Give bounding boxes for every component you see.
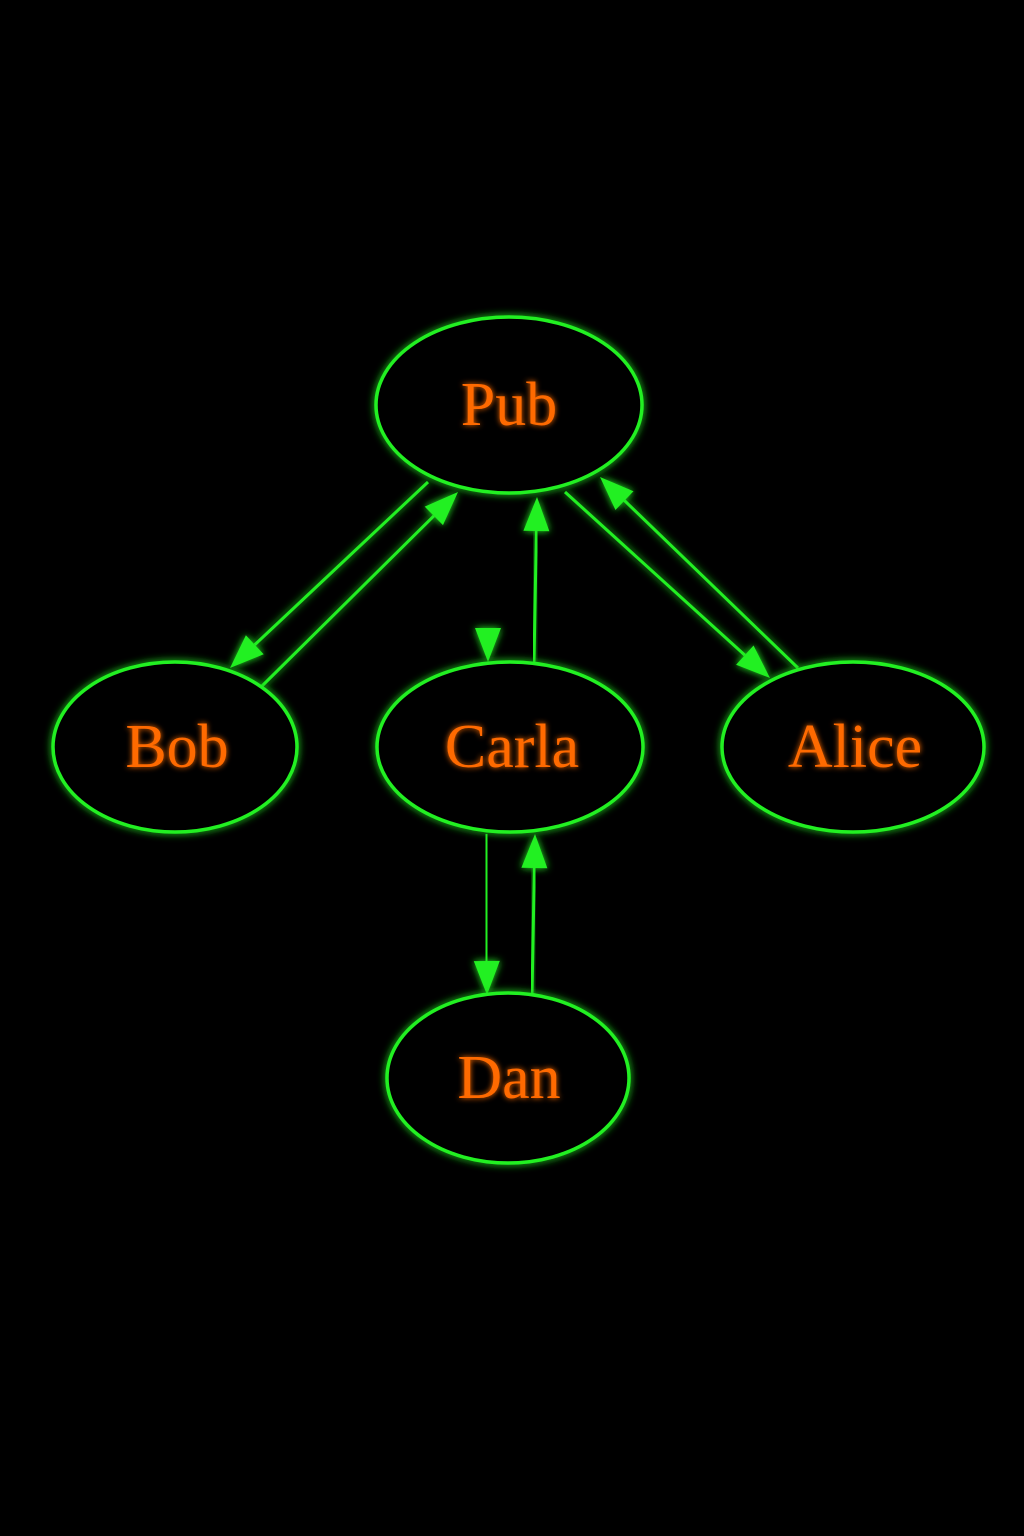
edge-line bbox=[530, 867, 536, 996]
node-bob[interactable]: Bob bbox=[51, 660, 299, 834]
edge-alice-to-pub bbox=[600, 477, 800, 670]
node-pub-shape bbox=[374, 315, 644, 495]
arrowhead-icon bbox=[736, 645, 770, 678]
edge-line bbox=[563, 490, 746, 657]
edge-pub-to-alice bbox=[563, 490, 770, 678]
edge-line bbox=[532, 530, 538, 663]
node-carla-shape bbox=[375, 660, 645, 834]
arrowhead-icon bbox=[424, 492, 458, 526]
node-pub[interactable]: Pub bbox=[374, 315, 644, 495]
node-pub-label: Pub bbox=[461, 371, 557, 439]
edge-carla-to-dan bbox=[473, 833, 500, 995]
node-dan-shape bbox=[385, 991, 631, 1165]
node-alice-label: Alice bbox=[788, 713, 922, 781]
node-carla-label: Carla bbox=[445, 713, 579, 781]
edge-dan-to-carla bbox=[521, 834, 548, 996]
edge-pub-to-carla bbox=[475, 497, 501, 662]
arrowhead-icon bbox=[523, 497, 550, 532]
arrowhead-icon bbox=[521, 834, 548, 869]
edge-line bbox=[484, 833, 489, 962]
edge-carla-to-pub bbox=[523, 497, 550, 663]
edge-pub-to-bob bbox=[230, 480, 430, 668]
node-dan[interactable]: Dan bbox=[385, 991, 631, 1165]
arrowhead-icon bbox=[475, 628, 501, 662]
edge-line bbox=[623, 499, 800, 670]
node-bob-shape bbox=[51, 660, 299, 834]
node-alice-shape bbox=[720, 660, 986, 834]
arrowhead-icon bbox=[473, 960, 500, 995]
node-dan-label: Dan bbox=[457, 1044, 560, 1112]
edge-bob-to-pub bbox=[260, 492, 458, 688]
arrowhead-icon bbox=[600, 477, 634, 510]
edge-line bbox=[260, 514, 435, 688]
node-alice[interactable]: Alice bbox=[720, 660, 986, 834]
arrowhead-icon bbox=[230, 635, 264, 668]
edge-line bbox=[253, 480, 430, 646]
node-carla[interactable]: Carla bbox=[375, 660, 645, 834]
node-bob-label: Bob bbox=[125, 713, 228, 781]
